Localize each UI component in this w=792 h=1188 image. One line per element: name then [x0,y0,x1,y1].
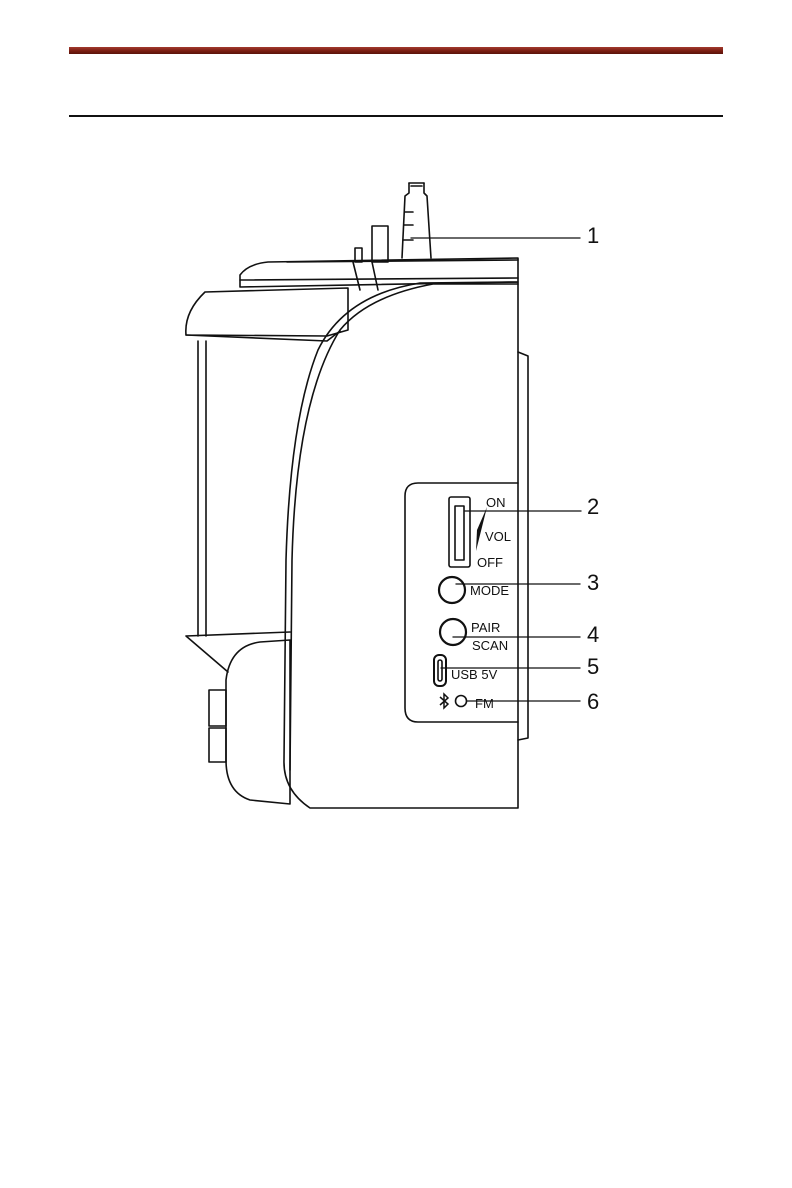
label-off: OFF [477,555,503,570]
label-on: ON [486,495,506,510]
bottom-foot [209,640,290,804]
label-mode: MODE [470,583,509,598]
callout-1: 1 [587,223,599,248]
bluetooth-icon [440,694,448,708]
volume-wheel[interactable] [449,497,470,567]
callout-3: 3 [587,570,599,595]
label-vol: VOL [485,529,511,544]
antenna [353,183,431,290]
callout-6: 6 [587,689,599,714]
callout-4: 4 [587,622,599,647]
callout-5: 5 [587,654,599,679]
rear-body [186,288,348,672]
label-fm: FM [475,696,494,711]
indicator-led [456,696,467,707]
label-pair: PAIR [471,620,500,635]
label-usb: USB 5V [451,667,498,682]
callout-2: 2 [587,494,599,519]
pair-scan-button[interactable] [440,619,466,645]
label-scan: SCAN [472,638,508,653]
mode-button[interactable] [439,577,465,603]
main-body [284,282,528,808]
control-panel [405,483,518,722]
